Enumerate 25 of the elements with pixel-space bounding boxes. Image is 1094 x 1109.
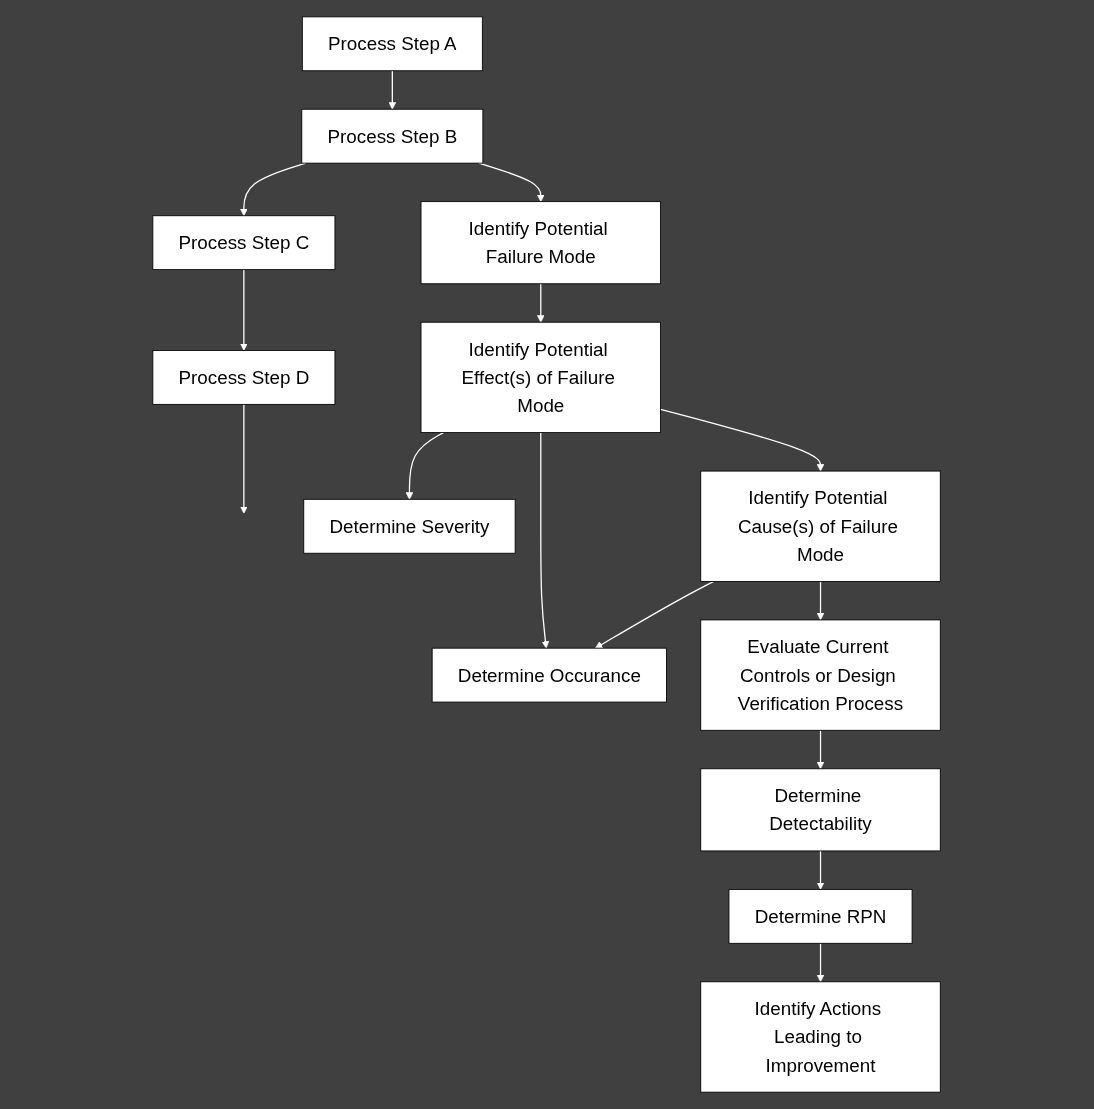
arrow	[817, 850, 825, 890]
arrow	[817, 580, 825, 621]
node-box: Identify Potential Cause(s) of Failure Mode	[700, 470, 942, 582]
node-box: Determine Detectability	[700, 768, 942, 852]
arrow	[817, 729, 825, 770]
node-box: Identify Potential Failure Mode	[421, 201, 662, 285]
arrow	[240, 403, 249, 514]
node-box: Evaluate Current Controls or Design Verification Process	[700, 619, 942, 731]
node-box: Determine Severity	[303, 498, 516, 554]
node-box: Process Step A	[302, 16, 484, 72]
arrow	[537, 283, 545, 323]
node-box: Process Step D	[152, 350, 336, 405]
arrow	[540, 431, 550, 649]
arrow	[817, 942, 825, 983]
arrow	[389, 70, 397, 110]
node-box: Identify Actions Leading to Improvement	[700, 981, 942, 1093]
arrow	[660, 408, 825, 472]
arrow	[240, 269, 249, 351]
node-box: Identify Potential Effect(s) of Failure Mode	[421, 321, 662, 434]
node-box: Determine Occurance	[432, 647, 668, 703]
node-box: Determine RPN	[728, 889, 913, 944]
arrow	[595, 580, 715, 649]
arrow	[406, 431, 445, 500]
node-box: Process Step B	[301, 108, 484, 164]
node-box: Process Step C	[152, 215, 336, 271]
